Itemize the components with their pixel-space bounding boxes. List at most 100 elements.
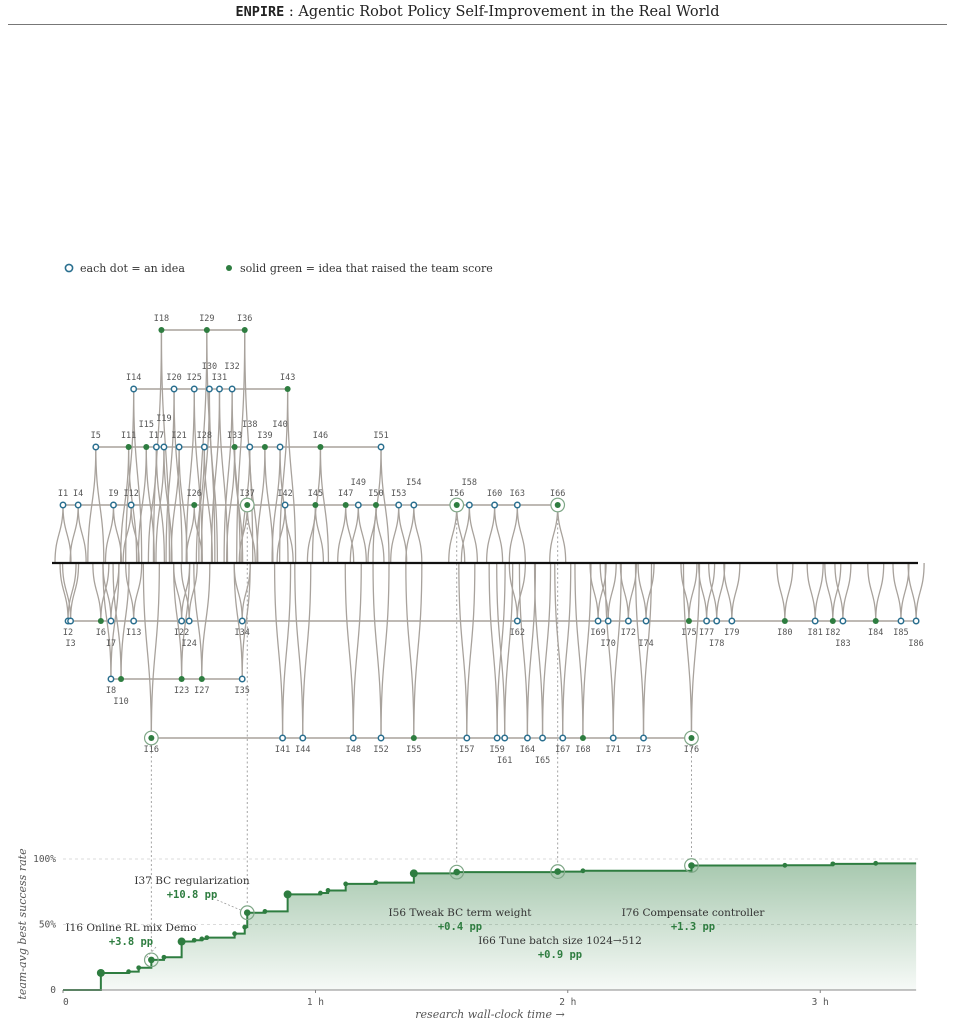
node-label: I84 bbox=[868, 628, 883, 638]
node-label: I19 bbox=[156, 414, 171, 424]
node-i18 bbox=[158, 327, 165, 333]
node-i9 bbox=[110, 501, 117, 509]
node-label: I77 bbox=[699, 628, 714, 638]
node-label: I21 bbox=[171, 431, 186, 441]
branch-up bbox=[533, 562, 544, 739]
node-label: I30 bbox=[202, 362, 217, 372]
node-i67 bbox=[559, 734, 567, 742]
node-i27 bbox=[198, 676, 205, 682]
node-label: I10 bbox=[113, 697, 128, 707]
branch-down bbox=[281, 562, 292, 739]
tree-nodes: I1I2I3I4I5I6I7I8I9I10I11I12I13I14I15I16I… bbox=[58, 314, 924, 766]
node-label: I22 bbox=[174, 628, 189, 638]
x-axis-label: research wall-clock time → bbox=[415, 1008, 564, 1021]
node-label: I46 bbox=[313, 431, 328, 441]
node-label: I85 bbox=[893, 628, 908, 638]
branch-down bbox=[286, 388, 297, 564]
annotation-i76-label: I76 Compensate controller bbox=[622, 907, 766, 919]
node-i84 bbox=[872, 618, 879, 624]
branch-up bbox=[549, 504, 559, 564]
branch-down bbox=[688, 562, 698, 622]
node-label: I5 bbox=[91, 431, 101, 441]
node-i31 bbox=[216, 385, 223, 393]
node-label: I69 bbox=[590, 628, 605, 638]
step-marker bbox=[830, 861, 836, 867]
step-marker bbox=[161, 954, 167, 960]
annotation-ring bbox=[449, 864, 465, 880]
branch-up bbox=[485, 504, 496, 564]
node-label: I53 bbox=[391, 489, 406, 499]
node-i38 bbox=[246, 443, 254, 451]
node-label: I60 bbox=[487, 489, 502, 499]
node-i55 bbox=[410, 735, 417, 741]
node-label: I39 bbox=[257, 431, 272, 441]
branch-down bbox=[77, 504, 87, 564]
node-i39 bbox=[261, 444, 268, 450]
node-i45 bbox=[312, 502, 319, 508]
branch-up bbox=[165, 388, 175, 564]
node-i16 bbox=[148, 735, 155, 741]
node-label: I16 bbox=[144, 745, 159, 755]
branch-down bbox=[642, 562, 653, 739]
node-i34 bbox=[238, 617, 246, 625]
branch-down bbox=[284, 504, 294, 564]
branch-down bbox=[133, 388, 143, 564]
step-marker bbox=[232, 931, 238, 937]
branch-down bbox=[173, 388, 183, 564]
node-i3 bbox=[67, 617, 75, 625]
step-marker bbox=[96, 968, 105, 977]
node-label: I54 bbox=[406, 478, 421, 488]
node-i57 bbox=[463, 734, 471, 742]
annotation-i37-gain: +10.8 pp bbox=[167, 889, 218, 901]
step-marker bbox=[580, 868, 586, 874]
node-i7 bbox=[107, 617, 115, 625]
drop-guides bbox=[150, 514, 692, 952]
node-label: I7 bbox=[106, 639, 116, 649]
node-i47 bbox=[342, 502, 349, 508]
node-label: I12 bbox=[123, 489, 138, 499]
node-label: I59 bbox=[489, 745, 504, 755]
branch-up bbox=[776, 562, 786, 622]
branch-up bbox=[508, 504, 518, 564]
node-i46 bbox=[317, 444, 324, 450]
branch-up bbox=[119, 446, 130, 564]
node-label: I81 bbox=[807, 628, 822, 638]
node-label: I63 bbox=[510, 489, 525, 499]
node-label: I83 bbox=[835, 639, 850, 649]
step-marker bbox=[177, 937, 186, 946]
node-label: I47 bbox=[338, 489, 353, 499]
node-label: I79 bbox=[724, 628, 739, 638]
branch-up bbox=[682, 562, 693, 739]
node-label: I82 bbox=[825, 628, 840, 638]
node-i32 bbox=[228, 385, 236, 393]
step-marker bbox=[204, 935, 210, 940]
branch-down bbox=[375, 504, 385, 564]
branch-up bbox=[223, 388, 233, 564]
branch-up bbox=[236, 329, 246, 564]
success-area bbox=[63, 863, 917, 990]
x-tick-label: 0 bbox=[63, 997, 69, 1008]
branch-down bbox=[188, 562, 198, 622]
node-i8 bbox=[107, 675, 115, 683]
branch-up bbox=[349, 504, 359, 564]
node-label: I1 bbox=[58, 489, 68, 499]
node-i78 bbox=[713, 617, 721, 625]
branch-down bbox=[842, 562, 852, 622]
node-i72 bbox=[624, 617, 632, 625]
node-i19 bbox=[160, 443, 168, 451]
step-marker bbox=[191, 937, 197, 943]
branch-up bbox=[554, 562, 564, 739]
node-label: I61 bbox=[497, 756, 512, 766]
annotation-i66-gain: +0.9 pp bbox=[538, 949, 582, 961]
step-marker bbox=[873, 860, 879, 866]
branch-down bbox=[218, 388, 229, 564]
y-tick-label: 100% bbox=[33, 854, 56, 865]
node-label: I80 bbox=[777, 628, 792, 638]
node-label: I57 bbox=[459, 745, 474, 755]
paper-title-rest: : Agentic Robot Policy Self-Improvement … bbox=[288, 4, 720, 20]
branch-down bbox=[133, 562, 143, 622]
node-i23 bbox=[178, 676, 185, 682]
node-i60 bbox=[491, 501, 499, 509]
branch-up bbox=[372, 562, 382, 739]
